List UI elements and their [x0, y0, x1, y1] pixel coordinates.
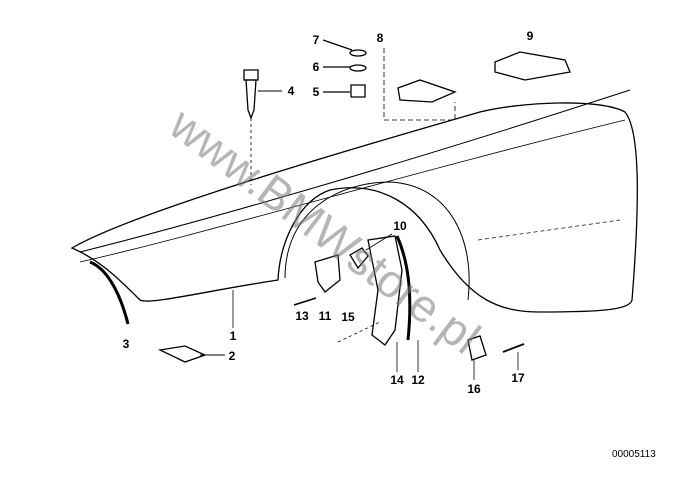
part-2-clip: [157, 345, 207, 363]
fender-panel: [70, 102, 638, 313]
label-part-15: 15: [341, 310, 355, 324]
label-part-11: 11: [318, 309, 332, 323]
part-13-screw: [293, 297, 317, 306]
label-part-5: 5: [312, 85, 320, 99]
part-8-bracket: [397, 79, 457, 103]
label-part-2: 2: [228, 349, 236, 363]
wheel-arch: [284, 181, 470, 301]
assembly-line: [383, 48, 456, 121]
label-part-10: 10: [393, 219, 407, 233]
label-part-6: 6: [312, 60, 320, 74]
label-part-12: 12: [411, 373, 425, 387]
label-part-1: 1: [229, 329, 237, 343]
label-part-8: 8: [376, 31, 384, 45]
part-16-clip: [467, 335, 487, 361]
label-part-14: 14: [390, 373, 404, 387]
trim-line: [477, 219, 621, 241]
fender-crease: [79, 89, 631, 253]
part-9-cover: [494, 51, 571, 81]
drawing-code: 00005113: [612, 449, 656, 460]
part-4-bolt: [243, 69, 282, 185]
label-part-4: 4: [287, 84, 295, 98]
part-12-seal: [395, 235, 412, 341]
fender-edge: [79, 119, 626, 263]
leader-lines: [232, 233, 519, 380]
part-14-liner: [367, 235, 403, 346]
parts-5-7-nut-washers: [322, 39, 367, 98]
part-15-screw: [337, 321, 381, 343]
label-part-17: 17: [511, 371, 525, 385]
part-10-bracket: [349, 247, 369, 270]
part-3-strip: [89, 260, 130, 325]
part-11-bracket: [314, 254, 341, 293]
label-part-16: 16: [467, 382, 481, 396]
label-part-3: 3: [122, 337, 130, 351]
part-17-screw: [502, 343, 525, 353]
label-part-7: 7: [312, 33, 320, 47]
label-part-13: 13: [295, 309, 309, 323]
label-part-9: 9: [526, 29, 534, 43]
